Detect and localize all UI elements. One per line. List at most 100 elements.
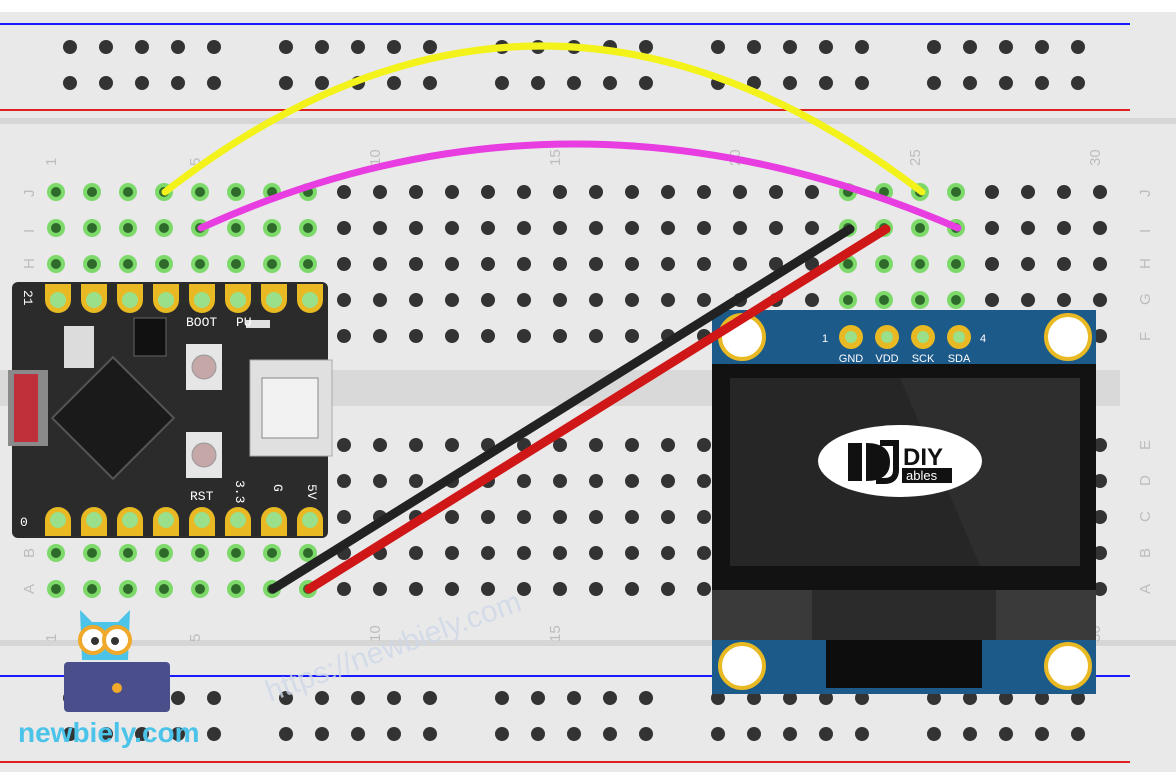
rail-hole: [927, 727, 941, 741]
esp32-pad-hole: [266, 512, 282, 528]
terminal-hole: [409, 582, 423, 596]
terminal-hole: [697, 438, 711, 452]
terminal-hole: [445, 546, 459, 560]
rail-hole: [387, 727, 401, 741]
rail-hole: [639, 727, 653, 741]
rail-hole: [783, 727, 797, 741]
rail-hole: [495, 727, 509, 741]
terminal-hole: [517, 546, 531, 560]
rail-hole: [423, 727, 437, 741]
terminal-hole: [337, 329, 351, 343]
row-label: C: [1137, 511, 1154, 522]
terminal-hole: [337, 438, 351, 452]
terminal-hole: [1057, 185, 1071, 199]
terminal-hole: [553, 257, 567, 271]
terminal-hole: [409, 185, 423, 199]
terminal-hole: [337, 582, 351, 596]
terminal-hole: [517, 329, 531, 343]
terminal-hole: [1057, 293, 1071, 307]
logo-text-ables: ables: [906, 468, 938, 483]
terminal-hole: [445, 438, 459, 452]
rail-hole: [423, 76, 437, 90]
rail-hole: [1071, 691, 1085, 705]
terminal-hole: [625, 221, 639, 235]
terminal-hole: [769, 185, 783, 199]
rail-hole: [531, 76, 545, 90]
terminal-hole: [553, 438, 567, 452]
terminal-hole: [589, 293, 603, 307]
row-label: B: [1137, 548, 1154, 558]
owl-mascot-icon: [64, 610, 170, 712]
terminal-hole: [445, 582, 459, 596]
terminal-hole: [481, 257, 495, 271]
terminal-hole: [517, 221, 531, 235]
terminal-hole: [445, 185, 459, 199]
column-label: 15: [547, 149, 564, 166]
v5-label: 5V: [304, 484, 319, 500]
mount-hole-tr: [1044, 313, 1092, 361]
terminal-hole: [805, 185, 819, 199]
rail-hole: [855, 727, 869, 741]
rail-hole: [279, 727, 293, 741]
row-label: I: [21, 229, 38, 233]
terminal-hole: [481, 582, 495, 596]
terminal-hole: [1021, 221, 1035, 235]
terminal-hole: [337, 293, 351, 307]
rail-hole: [279, 691, 293, 705]
terminal-hole: [661, 546, 675, 560]
terminal-hole: [697, 257, 711, 271]
rail-hole: [279, 40, 293, 54]
terminal-hole: [1093, 546, 1107, 560]
row-label: D: [1137, 475, 1154, 486]
terminal-hole: [1021, 185, 1035, 199]
terminal-hole: [553, 474, 567, 488]
terminal-hole: [1093, 510, 1107, 524]
terminal-hole: [661, 438, 675, 452]
rail-hole: [783, 691, 797, 705]
oled-pin-label: SDA: [948, 353, 971, 365]
terminal-hole: [445, 257, 459, 271]
rail-hole: [819, 727, 833, 741]
rail-hole: [207, 40, 221, 54]
rail-hole: [819, 691, 833, 705]
rail-hole: [315, 40, 329, 54]
rail-hole: [1035, 40, 1049, 54]
rail-hole: [171, 76, 185, 90]
rail-hole: [171, 691, 185, 705]
terminal-hole: [625, 257, 639, 271]
terminal-hole: [517, 510, 531, 524]
oled-pin-number-left: 1: [822, 333, 828, 345]
rail-hole: [423, 691, 437, 705]
terminal-hole: [409, 257, 423, 271]
terminal-hole: [1021, 257, 1035, 271]
row-label: I: [1137, 229, 1154, 233]
column-label: 10: [367, 625, 384, 642]
terminal-hole: [409, 438, 423, 452]
terminal-hole: [589, 221, 603, 235]
row-label: A: [21, 584, 38, 594]
terminal-hole: [553, 582, 567, 596]
pin-21-label: 21: [20, 290, 35, 306]
power-rail-holes: [63, 40, 1085, 741]
small-ic: [133, 317, 167, 357]
terminal-hole: [697, 293, 711, 307]
rail-hole: [747, 691, 761, 705]
terminal-hole: [373, 582, 387, 596]
column-label: 5: [187, 158, 204, 166]
esp32-chip: [50, 355, 176, 481]
terminal-hole: [517, 582, 531, 596]
rail-hole: [207, 691, 221, 705]
boot-button: [191, 354, 217, 380]
row-label: B: [21, 548, 38, 558]
boot-label: BOOT: [186, 315, 217, 330]
terminal-hole: [553, 221, 567, 235]
yellow-wire: [161, 42, 926, 196]
rail-hole: [387, 76, 401, 90]
rail-hole: [1071, 40, 1085, 54]
oled-pin-label: GND: [839, 353, 864, 365]
terminal-hole: [589, 329, 603, 343]
row-label: E: [1137, 440, 1154, 450]
column-label: 25: [907, 149, 924, 166]
